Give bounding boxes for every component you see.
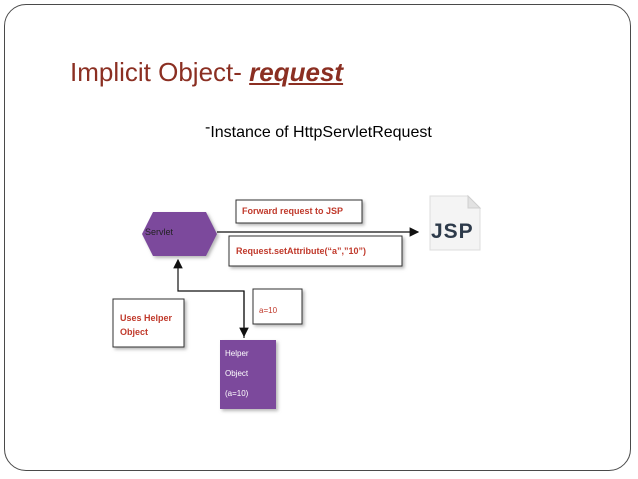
slide-subtitle: -Instance of HttpServletRequest: [205, 119, 432, 142]
servlet-node: [142, 212, 217, 256]
helper-object-box: [220, 340, 276, 409]
jsp-file-icon: JSP: [422, 194, 486, 257]
helper-label-line3: (a=10): [225, 389, 249, 398]
helper-label-line2: Object: [225, 369, 249, 378]
uses-helper-label-line1: Uses Helper: [120, 313, 173, 323]
subtitle-dash: -: [205, 119, 211, 136]
value-label: a=10: [259, 306, 278, 315]
uses-helper-box: [112, 298, 185, 348]
servlet-label: Servlet: [145, 227, 174, 237]
title-keyword: request: [249, 57, 344, 87]
subtitle-text: Instance of HttpServletRequest: [210, 124, 432, 141]
helper-label-line1: Helper: [225, 349, 249, 358]
set-attribute-box: [228, 235, 403, 267]
helper-to-servlet-arrow: [173, 258, 245, 338]
forward-request-label: Forward request to JSP: [242, 206, 344, 216]
forward-request-box: [235, 199, 363, 224]
jsp-label: JSP: [431, 220, 474, 243]
value-box: [252, 288, 303, 325]
uses-helper-label-line2: Object: [120, 327, 149, 337]
title-prefix: Implicit Object-: [70, 57, 250, 87]
slide-frame: [4, 4, 631, 471]
set-attribute-label: Request.setAttribute(“a”,”10”): [236, 246, 367, 256]
slide-title: Implicit Object- request: [70, 57, 343, 88]
